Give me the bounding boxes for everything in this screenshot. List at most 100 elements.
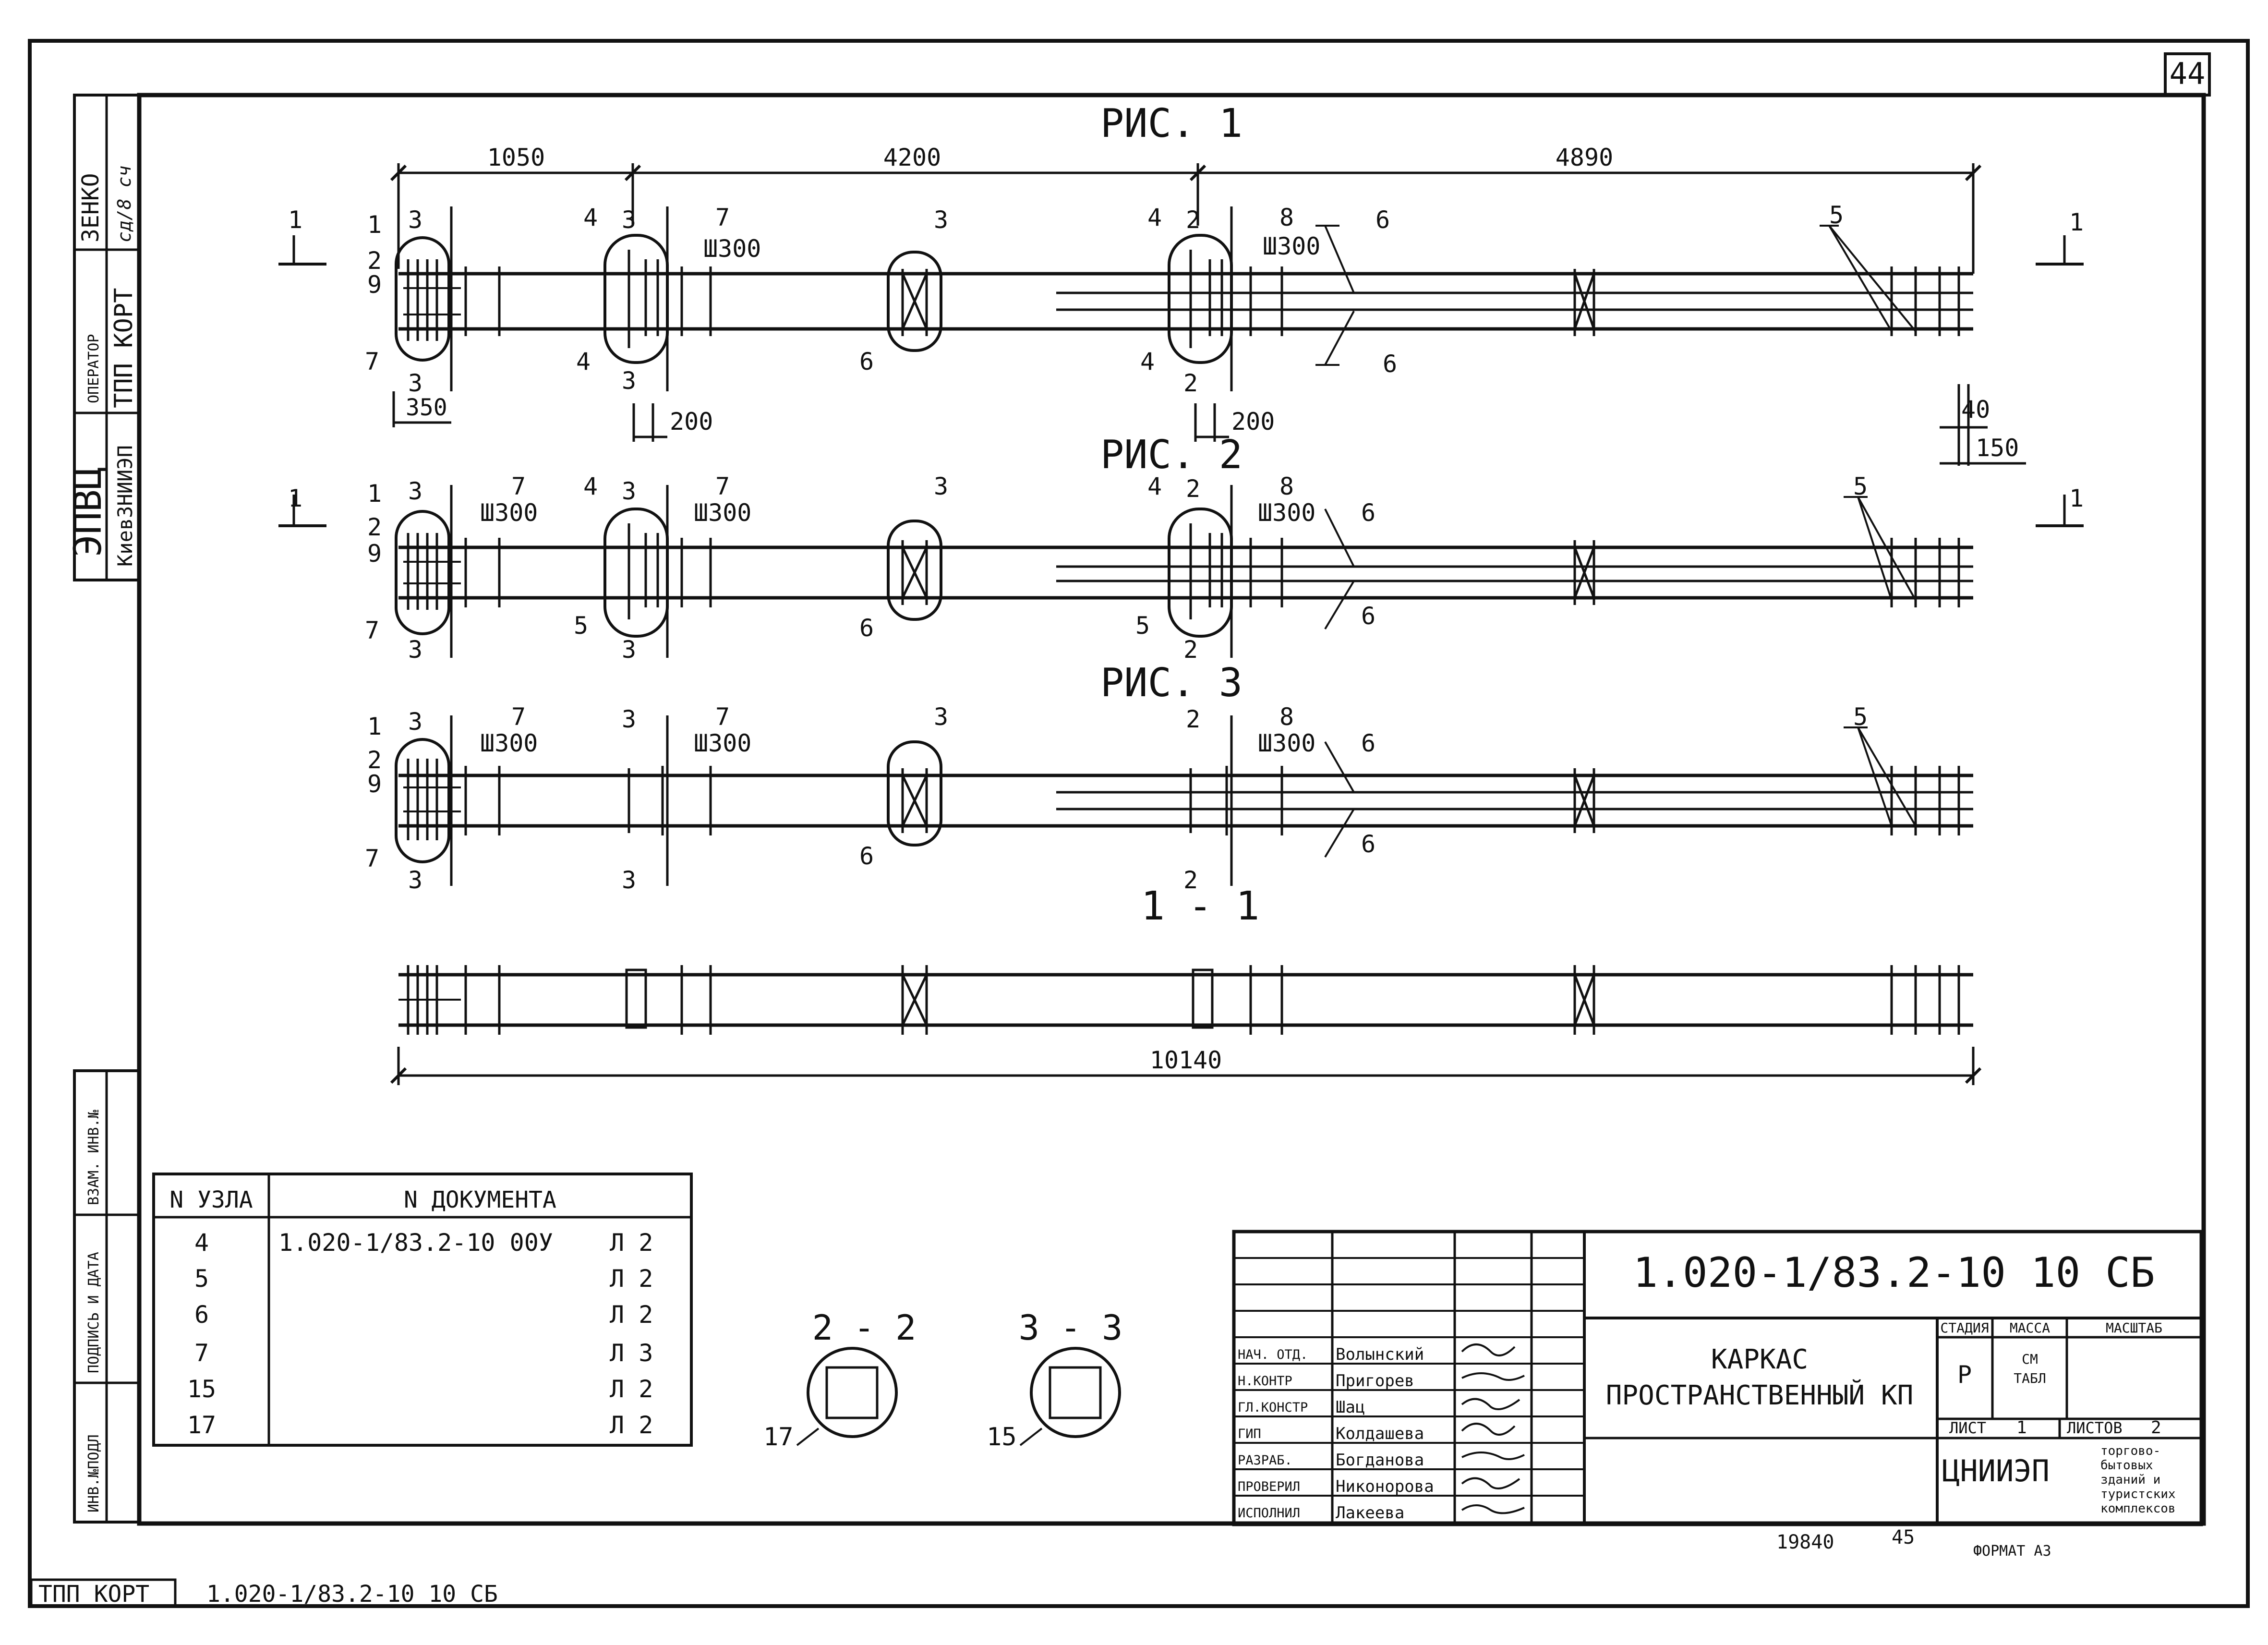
- row-sheet: Л 2: [610, 1301, 653, 1329]
- fig1-label-4d: 4: [1140, 348, 1155, 375]
- sheet-frame: [28, 39, 2250, 1608]
- title-block-sheets-label: ЛИСТОВ: [2067, 1419, 2123, 1437]
- title-block-person: ПРОВЕРИЛ Никонорова: [1238, 1477, 1434, 1496]
- person-name: Пригорев: [1336, 1371, 1414, 1391]
- fig3-label-3c: 3: [622, 705, 636, 733]
- fig2-w300-c: Ш300: [1258, 499, 1315, 527]
- format-label: ФОРМАТ А3: [1973, 1543, 2051, 1560]
- title-block-person: ГИП Колдашева: [1238, 1424, 1424, 1443]
- fig1-label-2b: 2: [1183, 369, 1198, 397]
- fig3-label-3b: 3: [408, 866, 422, 894]
- fig1-label-2a: 2: [1186, 206, 1200, 234]
- fig1-dim-350: 350: [406, 394, 447, 421]
- fig2-label-5a: 5: [574, 612, 588, 640]
- title-block-mass-2: ТАБЛ: [2014, 1370, 2046, 1386]
- person-name: Лакеева: [1336, 1503, 1404, 1523]
- fig2-cut-1-left: 1: [288, 484, 302, 512]
- fig2-frame: [278, 485, 2084, 658]
- person-role: ГИП: [1238, 1427, 1261, 1441]
- fig3-label-6b: 6: [1361, 729, 1375, 757]
- section-3-3-title: 3 - 3: [1019, 1307, 1123, 1348]
- dim-10140: 10140: [1150, 1046, 1222, 1074]
- fig3-label-2: 2: [367, 746, 382, 774]
- title-block-scale-label: МАСШТАБ: [2106, 1320, 2162, 1336]
- row-node: 17: [187, 1411, 216, 1439]
- fig2-label-8: 8: [1279, 472, 1294, 500]
- person-name: Шац: [1336, 1398, 1365, 1417]
- person-role: ИСПОЛНИЛ: [1238, 1506, 1300, 1521]
- title-block-org-desc-5: комплексов: [2100, 1501, 2176, 1516]
- title-block-org-desc-3: зданий и: [2100, 1473, 2160, 1487]
- fig1-dim-150: 150: [1976, 434, 2019, 462]
- fig1-cut-1-left: 1: [288, 206, 302, 234]
- row-node: 5: [194, 1265, 209, 1293]
- side-stamp-name: ЗЕНКО: [77, 173, 104, 243]
- fig2-label-3e: 3: [934, 472, 948, 500]
- section-1-1: [390, 965, 1982, 1085]
- section-3-3-node: 15: [987, 1423, 1017, 1451]
- fig3-label-7a: 7: [365, 845, 379, 872]
- fig1-label-5: 5: [1829, 201, 1844, 229]
- title-block-org-desc-1: торгово-: [2100, 1444, 2160, 1458]
- title-block-person: Н.КОНТР Пригорев: [1238, 1371, 1414, 1391]
- fig1-label-4b: 4: [576, 348, 591, 375]
- row-node: 7: [194, 1339, 209, 1367]
- side-col-vzam: ВЗАМ. ИНВ.№: [85, 1110, 102, 1205]
- fig3-label-8: 8: [1279, 703, 1294, 731]
- side-stamp-signature: сд/8 сч: [114, 166, 135, 242]
- nodes-table-row: 6 Л 2: [194, 1301, 653, 1329]
- section-3-3: [1019, 1347, 1121, 1446]
- fig3-title: РИС. 3: [1100, 660, 1243, 706]
- title-block-sheet-label: ЛИСТ: [1949, 1419, 1986, 1437]
- fig3-label-6a: 6: [859, 842, 874, 870]
- fig3-label-7c: 7: [715, 703, 730, 731]
- side-col-podpis: ПОДПИСЬ И ДАТА: [85, 1252, 102, 1373]
- fig2-w300-a: Ш300: [480, 499, 538, 527]
- title-block-stage: Р: [1957, 1361, 1972, 1389]
- fig1-sublabels: [450, 206, 1233, 391]
- fig1-label-4c: 4: [1147, 204, 1162, 231]
- row-node: 15: [187, 1375, 216, 1403]
- fig3-label-7b: 7: [511, 703, 526, 731]
- title-block-person: ИСПОЛНИЛ Лакеева: [1238, 1503, 1404, 1523]
- row-doc: 1.020-1/83.2-10 00У: [278, 1229, 553, 1257]
- sheet-number: 44: [2170, 56, 2206, 91]
- title-block-person: РАЗРАБ. Богданова: [1238, 1451, 1424, 1470]
- fig1-label-9: 9: [367, 271, 382, 299]
- fig2-label-9: 9: [367, 540, 382, 568]
- row-sheet: Л 2: [610, 1265, 653, 1293]
- fig1-label-4a: 4: [583, 204, 598, 231]
- fig1-arrows: [278, 235, 2084, 466]
- fig3-label-3e: 3: [934, 703, 948, 731]
- fig1-label-6a: 6: [859, 348, 874, 375]
- person-role: Н.КОНТР: [1238, 1374, 1292, 1389]
- fig3-w300-a: Ш300: [480, 729, 538, 757]
- fig2-label-2: 2: [367, 513, 382, 541]
- row-node: 6: [194, 1301, 209, 1329]
- fig2-label-5c: 5: [1853, 472, 1868, 500]
- fig1-w300-a: Ш300: [703, 235, 761, 263]
- fig2-label-4: 4: [583, 472, 598, 500]
- person-role: ГЛ.КОНСТР: [1238, 1400, 1308, 1415]
- nodes-table: [152, 1173, 693, 1447]
- fig1-label-8: 8: [1279, 204, 1294, 231]
- fig1-dim-200a: 200: [670, 408, 713, 435]
- dim-4890: 4890: [1556, 144, 1613, 171]
- person-name: Богданова: [1336, 1451, 1424, 1470]
- stamp-right: 45: [1892, 1526, 1915, 1548]
- row-sheet: Л 3: [610, 1339, 653, 1367]
- fig2-label-3b: 3: [408, 636, 422, 664]
- fig1-cut-1-right: 1: [2069, 208, 2084, 236]
- nodes-table-header-node: N УЗЛА: [169, 1186, 253, 1213]
- fig2-label-7b: 7: [511, 472, 526, 500]
- title-block-person: НАЧ. ОТД. Волынский: [1238, 1345, 1424, 1364]
- fig1-title: РИС. 1: [1100, 101, 1243, 146]
- fig3-frame: [395, 715, 1973, 886]
- person-name: Волынский: [1336, 1345, 1424, 1364]
- fig2-label-4b: 4: [1147, 472, 1162, 500]
- dim-4200: 4200: [883, 144, 941, 171]
- title-block: [1232, 1230, 2203, 1526]
- nodes-table-row: 4 1.020-1/83.2-10 00У Л 2: [194, 1229, 653, 1257]
- fig1-frame: [395, 225, 1973, 366]
- title-block-org-desc-2: бытовых: [2100, 1458, 2153, 1473]
